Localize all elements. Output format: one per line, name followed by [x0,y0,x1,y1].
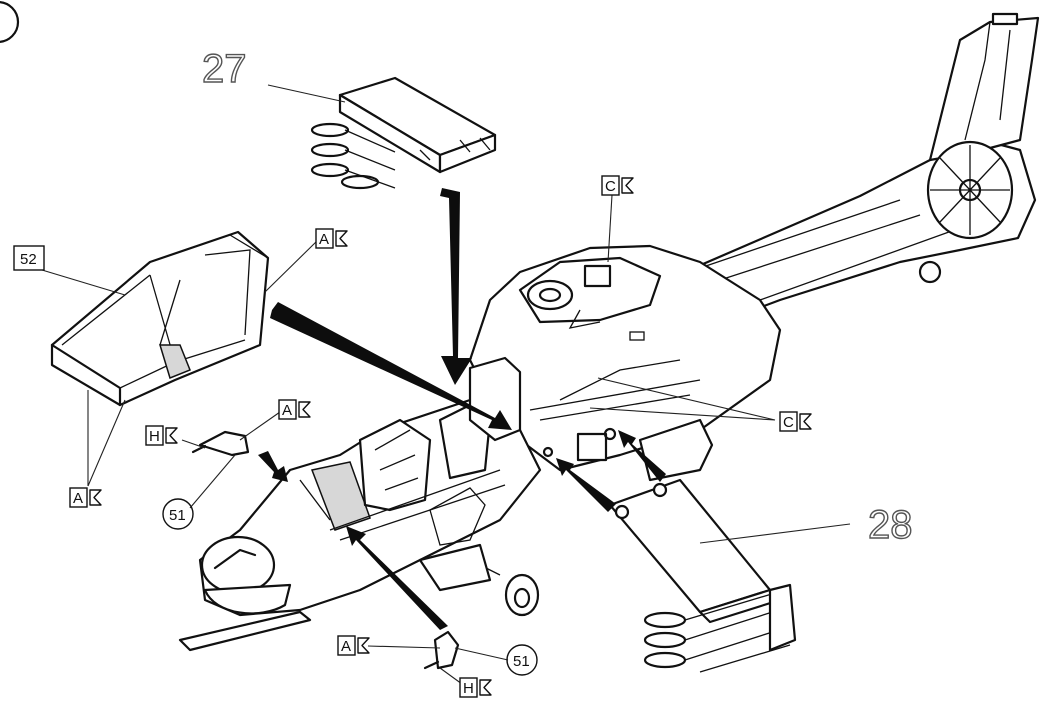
sensor-turret [200,535,276,595]
flag-h-lower: H [459,677,492,698]
cockpit-nose [178,356,542,652]
letter-c: C [605,178,616,195]
flag-h-upper: H [145,425,178,446]
part-number-51-upper: 51 [169,507,186,524]
part-number-52: 52 [20,251,37,268]
letter-a: A [319,231,329,248]
leader-lines [41,84,851,685]
flag-c-side: C [779,411,812,432]
flag-a-sight-lower: A [337,635,370,656]
letter-a: A [341,638,351,655]
letter-a: A [73,490,83,507]
fuselage [468,244,782,482]
part-label-51-upper: 51 [162,498,194,530]
part-label-51-lower: 51 [506,644,538,676]
letter-h: H [463,680,474,697]
part-number-27: 27 [202,47,247,91]
tail-wheel [918,260,942,284]
flag-a-canopy-top: A [315,228,348,249]
flag-c-top: C [601,175,634,196]
part-number-51-lower: 51 [513,653,530,670]
sight-part-51-upper [191,430,250,457]
step-number-circle [0,1,20,43]
letter-h: H [149,428,160,445]
assembly-arrows [258,188,666,630]
flag-a-canopy-bottom: A [69,487,102,508]
letter-a: A [282,402,292,419]
flag-a-sight-upper: A [278,399,311,420]
canopy-part-52 [50,230,270,407]
sight-part-51-lower [423,630,460,670]
part-label-52: 52 [13,245,45,271]
nose-gun [178,610,312,652]
part-number-28: 28 [868,503,913,547]
stub-wing-part-27 [310,76,497,190]
stub-wing-part-28 [608,478,797,673]
letter-c: C [783,414,794,431]
main-wheel [504,573,540,617]
